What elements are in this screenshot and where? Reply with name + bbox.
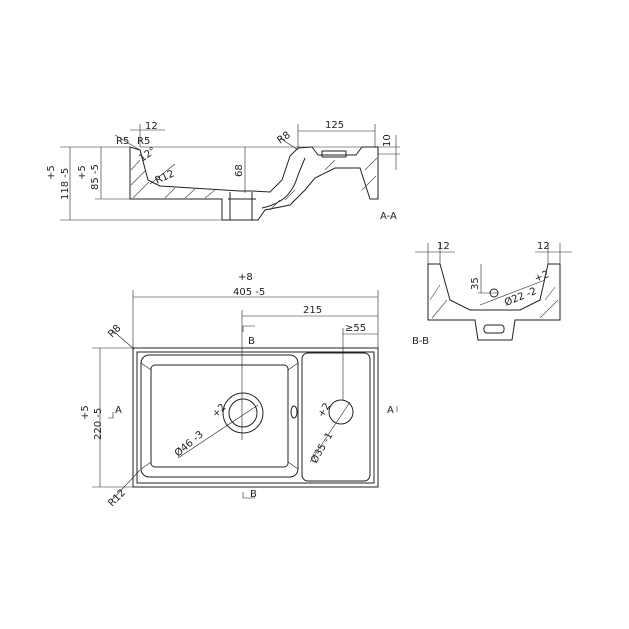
top-view: +8 405 -5 215 ≥55 R8 R12 +5 220 -5 +2 Ø4… [80, 272, 398, 509]
tol-22-plus: +2 [533, 269, 551, 285]
dim-85: 85 -5 [90, 164, 101, 190]
dimension-lines-a-a [60, 124, 400, 221]
tap-hole[interactable] [328, 399, 354, 425]
section-a-a: 12 R5 R5 12° R12 R8 125 10 68 +5 85 -5 +… [46, 120, 400, 222]
dim-r12: R12 [154, 168, 176, 186]
sink-outline [132, 347, 379, 488]
cut-label-a-left: A [115, 405, 122, 416]
section-a-a-outline [129, 146, 379, 221]
basin-inner [150, 364, 289, 468]
drain-inner[interactable] [228, 398, 258, 428]
dim-angle-12: 12° [137, 145, 158, 164]
dim-215: 215 [303, 305, 322, 316]
dim-r5-right: R5 [137, 136, 150, 147]
section-b-b: 12 12 35 Ø22 -2 +2 B-B [412, 241, 572, 347]
dim-405: 405 -5 [233, 287, 265, 298]
dia-35: Ø35 -1 [308, 430, 335, 465]
dim-220: 220 -5 [93, 408, 104, 440]
dim-12-right: 12 [537, 241, 550, 252]
section-a-a-label: A-A [380, 211, 397, 222]
hatching [130, 157, 378, 211]
dim-12-left: 12 [437, 241, 450, 252]
drain-outlet [228, 192, 256, 220]
cut-label-a-right: A [387, 405, 394, 416]
sink-rim [136, 351, 375, 484]
overflow-slot [290, 405, 298, 419]
tol-46-plus: +2 [210, 402, 228, 420]
overflow-channel [261, 157, 306, 209]
tol-220-plus: +5 [80, 405, 91, 420]
dim-35: 35 [470, 277, 481, 290]
tol-85-plus: +5 [77, 165, 88, 180]
dim-r12: R12 [106, 487, 128, 509]
drain-outer[interactable] [222, 392, 264, 434]
dimension-lines-top [92, 290, 398, 501]
dia-46: Ø46 -3 [172, 428, 206, 459]
shelf [301, 352, 371, 482]
dim-68: 68 [234, 164, 245, 177]
cut-label-b-bottom: B [250, 489, 257, 500]
dim-r5-left: R5 [116, 136, 129, 147]
dim-118: 118 -5 [60, 168, 71, 200]
dim-125: 125 [325, 120, 344, 131]
dia-22: Ø22 -2 [503, 285, 539, 309]
dim-r8: R8 [275, 130, 292, 147]
hatching-b-b [429, 284, 559, 319]
dimension-lines-b-b [415, 243, 572, 306]
tol-118-plus: +5 [46, 165, 57, 180]
basin-outer [140, 354, 299, 478]
tol-405-plus: +8 [238, 272, 253, 283]
section-b-b-label: B-B [412, 336, 429, 347]
dim-10: 10 [382, 134, 393, 147]
cut-label-b-top: B [248, 336, 255, 347]
dim-55: ≥55 [345, 323, 366, 334]
overflow-outlet [483, 324, 505, 334]
dim-12: 12 [145, 121, 158, 132]
tap-hole-section [321, 150, 347, 158]
